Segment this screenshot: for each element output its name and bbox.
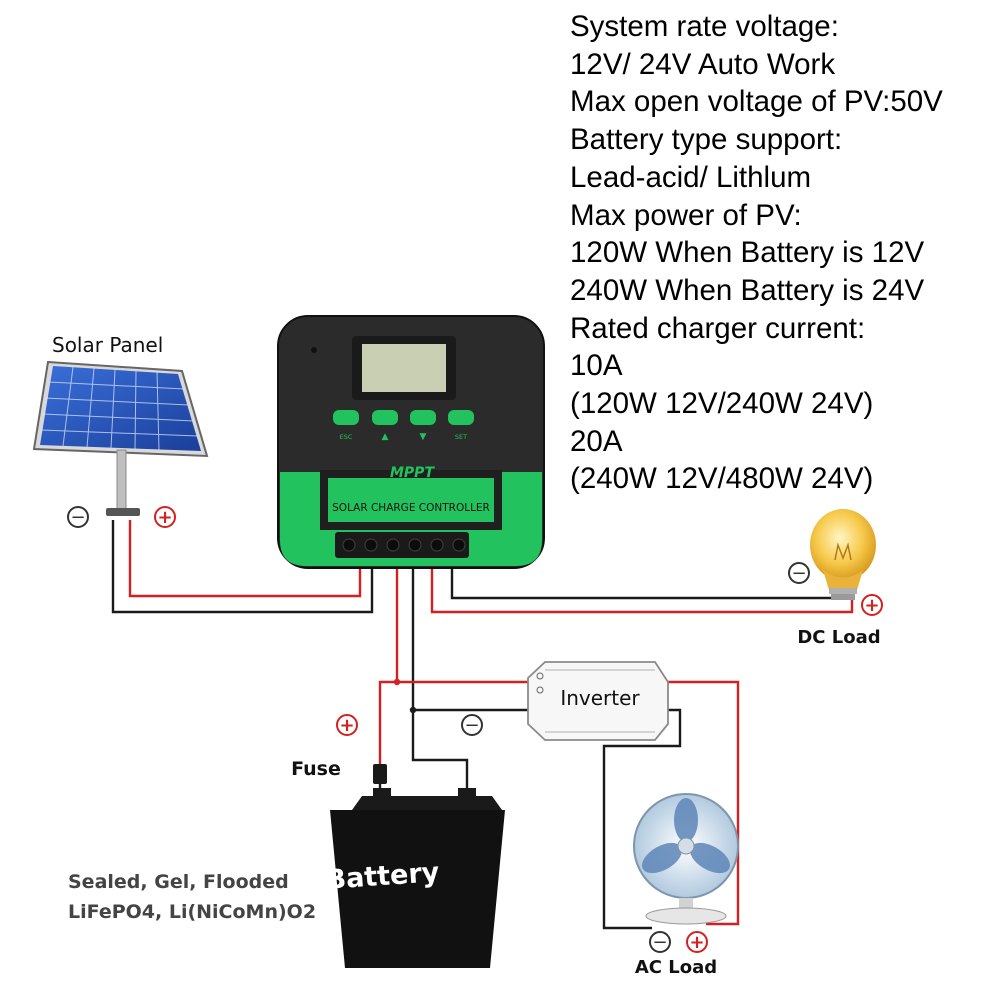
dc-load-negative-terminal: − [788,562,810,584]
ac-load-negative-terminal: − [649,931,671,953]
battery-icon [330,788,505,968]
positive-junction [393,678,401,686]
battery-types-line2: LiFePO4, Li(NiCoMn)O2 [68,901,316,923]
dc-load-label: DC Load [797,627,880,648]
inverter-label: Inverter [560,686,640,710]
fuse-positive-sign: + [339,715,354,736]
spec-line: Rated charger current: [570,311,866,345]
dc-load-negative-sign: − [791,563,806,584]
spec-line: Battery type support: [570,123,843,157]
bulb-icon [810,509,876,600]
negative-wires [111,520,838,930]
spec-line: 12V/ 24V Auto Work [570,47,836,81]
spec-line: 240W When Battery is 24V [570,273,925,307]
solar-positive-sign: + [157,507,172,528]
status-led [311,347,317,353]
ac-load-negative-sign: − [652,932,667,953]
controller-up-button[interactable] [372,410,398,425]
solar-panel-label: Solar Panel [52,333,163,357]
controller-set-button[interactable] [448,410,474,425]
inverter-negative-terminal: − [461,714,483,736]
battery-types-line1: Sealed, Gel, Flooded [68,871,289,893]
solar-negative-sign: − [70,507,85,528]
ac-load-positive-sign: + [689,932,704,953]
spec-line: 20A [570,424,623,458]
controller-set-label: SET [455,433,467,441]
controller-esc-label: ESC [340,433,353,441]
controller-down-button[interactable] [410,410,436,425]
fuse-positive-terminal: + [336,714,358,736]
solar-negative-terminal: − [67,506,89,528]
controller-up-label: ▲ [382,432,389,442]
spec-line: System rate voltage: [570,10,839,43]
fuse-label: Fuse [291,758,341,780]
dc-load-positive-terminal: + [861,594,883,616]
inverter-icon [527,661,669,741]
dc-load-positive-sign: + [864,595,879,616]
controller-name: SOLAR CHARGE CONTROLLER [332,502,490,514]
spec-line: Max power of PV: [570,198,802,232]
spec-line: (240W 12V/480W 24V) [570,462,874,496]
ac-load-label: AC Load [635,957,717,978]
fan-icon [633,793,739,925]
spec-line: Max open voltage of PV:50V [570,85,943,119]
controller-esc-button[interactable] [333,410,359,425]
spec-line: (120W 12V/240W 24V) [570,387,874,421]
spec-line: 120W When Battery is 12V [570,236,925,270]
brand-text: MPPT [390,465,435,481]
positive-wires [128,520,854,926]
negative-junction [409,706,417,714]
spec-line: Lead-acid/ Lithlum [570,160,812,194]
terminal-block [335,532,469,558]
inverter-negative-sign: − [464,715,479,736]
lcd-screen [362,344,446,392]
solar-panel-icon [32,360,209,516]
charge-controller: ESC ▲ ▼ SET MPPT SOLAR CHARGE CONTROLLER [277,315,545,569]
ac-load-positive-terminal: + [686,931,708,953]
spec-line: 10A [570,349,623,383]
solar-positive-terminal: + [154,506,176,528]
controller-down-label: ▼ [420,432,427,442]
